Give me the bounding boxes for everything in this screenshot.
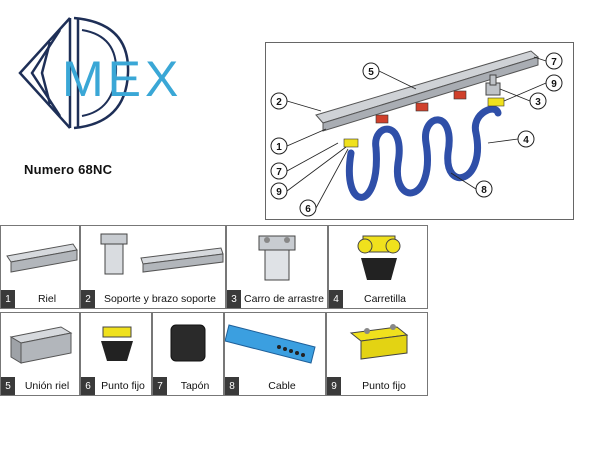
- part-label: Punto fijo: [362, 380, 406, 392]
- callout-2: 2: [276, 97, 282, 108]
- brand-logo: MEX: [10, 8, 190, 138]
- callout-7-left: 7: [276, 167, 282, 178]
- callout-5: 5: [368, 67, 374, 78]
- part-number: 2: [81, 290, 95, 308]
- assembly-illustration: 2 1 7 9 6 5 7 9 3 4 8: [270, 50, 563, 217]
- logo-graphic: MEX: [18, 16, 182, 130]
- callout-4: 4: [523, 135, 529, 146]
- part-number: 6: [81, 377, 95, 395]
- part-label: Tapón: [180, 380, 210, 392]
- part-label: Carro de arrastre: [244, 293, 324, 305]
- part-card-carretilla: 4 Carretilla: [328, 225, 428, 309]
- part-card-cable: 8 Cable: [224, 312, 326, 396]
- part-label: Carretilla: [363, 293, 406, 305]
- rail-image: [1, 226, 79, 290]
- part-label: Riel: [37, 293, 57, 305]
- part-card-punto-fijo-1: 6 Punto fijo: [80, 312, 152, 396]
- part-card-riel: 1 Riel: [0, 225, 80, 309]
- part-number: 1: [1, 290, 15, 308]
- part-label: Soporte y brazo soporte: [103, 293, 217, 305]
- support-image: [81, 226, 225, 290]
- part-number: 3: [227, 290, 241, 308]
- fixed-point-image: [81, 313, 151, 377]
- part-card-union-riel: 5 Unión riel: [0, 312, 80, 396]
- callout-8: 8: [481, 185, 487, 196]
- callout-9-right: 9: [551, 79, 557, 90]
- part-card-punto-fijo-2: 9 Punto fijo: [326, 312, 428, 396]
- part-number: 4: [329, 290, 343, 308]
- trolley-image: [329, 226, 427, 290]
- part-number: 9: [327, 377, 341, 395]
- callout-6: 6: [305, 204, 311, 215]
- callout-3: 3: [535, 97, 541, 108]
- part-card-soporte: 2 Soporte y brazo soporte: [80, 225, 226, 309]
- parts-row-2: 5 Unión riel 6 Punto fijo 7 Tapón 8 Cable 9 P…: [0, 312, 428, 396]
- rail-joint-image: [1, 313, 79, 377]
- part-number: 8: [225, 377, 239, 395]
- carriage-image: [227, 226, 327, 290]
- part-card-tapon: 7 Tapón: [152, 312, 224, 396]
- callout-9-left: 9: [276, 187, 282, 198]
- flat-cable-image: [225, 313, 325, 377]
- callout-7-right: 7: [551, 57, 557, 68]
- part-label: Unión riel: [24, 380, 70, 392]
- logo-text: MEX: [62, 51, 182, 107]
- end-cap-image: [153, 313, 223, 377]
- part-label: Cable: [268, 380, 296, 392]
- fixed-point-clamp-image: [327, 313, 427, 377]
- callout-1: 1: [276, 142, 282, 153]
- part-label: Punto fijo: [101, 380, 145, 392]
- model-label: Numero 68NC: [24, 162, 113, 177]
- assembly-diagram: 2 1 7 9 6 5 7 9 3 4 8: [265, 42, 574, 220]
- part-number: 7: [153, 377, 167, 395]
- part-number: 5: [1, 377, 15, 395]
